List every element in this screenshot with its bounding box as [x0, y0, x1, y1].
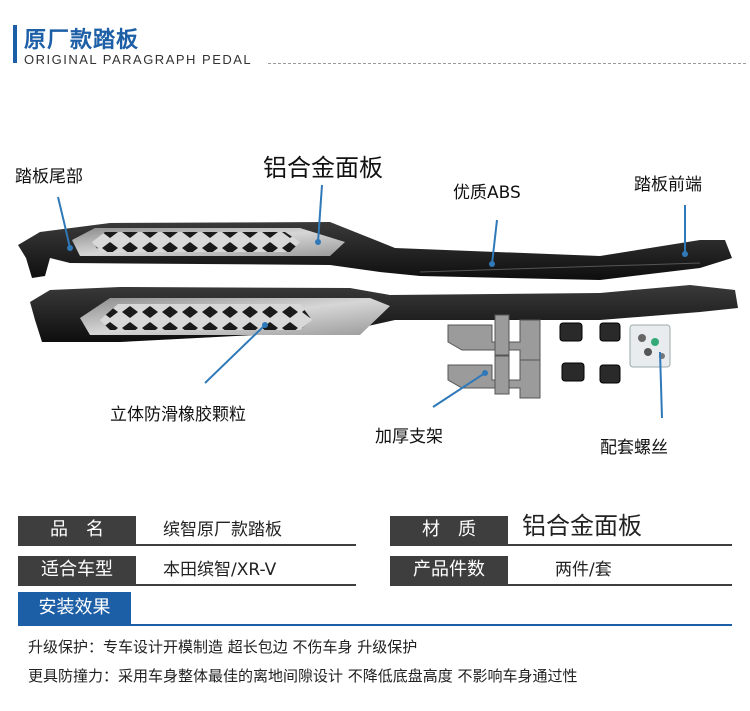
effect-divider [18, 624, 732, 626]
spec-car-model: 适合车型 本田缤智/XR-V [18, 556, 356, 586]
spec-value: 本田缤智/XR-V [163, 560, 277, 580]
spec-key: 品 名 [18, 516, 136, 544]
spec-value: 缤智原厂款踏板 [163, 520, 282, 540]
leader-dots [67, 239, 688, 376]
running-board-lower [30, 285, 738, 342]
label-panel: 铝合金面板 [263, 154, 383, 182]
spec-underline [18, 584, 356, 586]
screw-bag [629, 324, 671, 368]
page-subtitle: ORIGINAL PARAGRAPH PEDAL [24, 52, 253, 67]
label-screws: 配套螺丝 [600, 438, 668, 458]
spec-underline [390, 544, 732, 546]
spec-value: 铝合金面板 [522, 512, 642, 540]
label-rubber: 立体防滑橡胶颗粒 [110, 405, 246, 425]
page-title: 原厂款踏板 [24, 28, 140, 53]
spec-key: 适合车型 [18, 556, 136, 584]
effect-line-1: 升级保护：专车设计开模制造 超长包边 不伤车身 升级保护 [28, 638, 418, 656]
spec-key: 材 质 [390, 516, 508, 544]
label-front: 踏板前端 [634, 175, 702, 195]
leader-lines [57, 184, 686, 419]
label-tail: 踏板尾部 [15, 167, 83, 187]
spec-underline [390, 584, 732, 586]
spec-count: 产品件数 两件/套 [390, 556, 732, 586]
header-divider [268, 63, 746, 64]
product-illustration [18, 184, 738, 419]
spec-product-name: 品 名 缤智原厂款踏板 [18, 516, 356, 546]
effect-tab: 安装效果 [18, 592, 131, 624]
spec-key: 产品件数 [390, 556, 508, 584]
effect-line-2: 更具防撞力：采用车身整体最佳的离地间隙设计 不降低底盘高度 不影响车身通过性 [28, 667, 578, 685]
label-abs: 优质ABS [453, 183, 521, 203]
spec-material: 材 质 铝合金面板 [390, 512, 732, 546]
label-bracket: 加厚支架 [375, 427, 443, 447]
spec-underline [18, 544, 356, 546]
bracket-set [447, 314, 541, 399]
spec-value: 两件/套 [555, 560, 612, 580]
mount-clips [559, 322, 621, 384]
header-accent-bar [13, 25, 17, 63]
running-board-upper [18, 222, 732, 280]
product-diagram: 踏板尾部 铝合金面板 优质ABS 踏板前端 立体防滑橡胶颗粒 加厚支架 配套螺丝 [0, 80, 750, 490]
